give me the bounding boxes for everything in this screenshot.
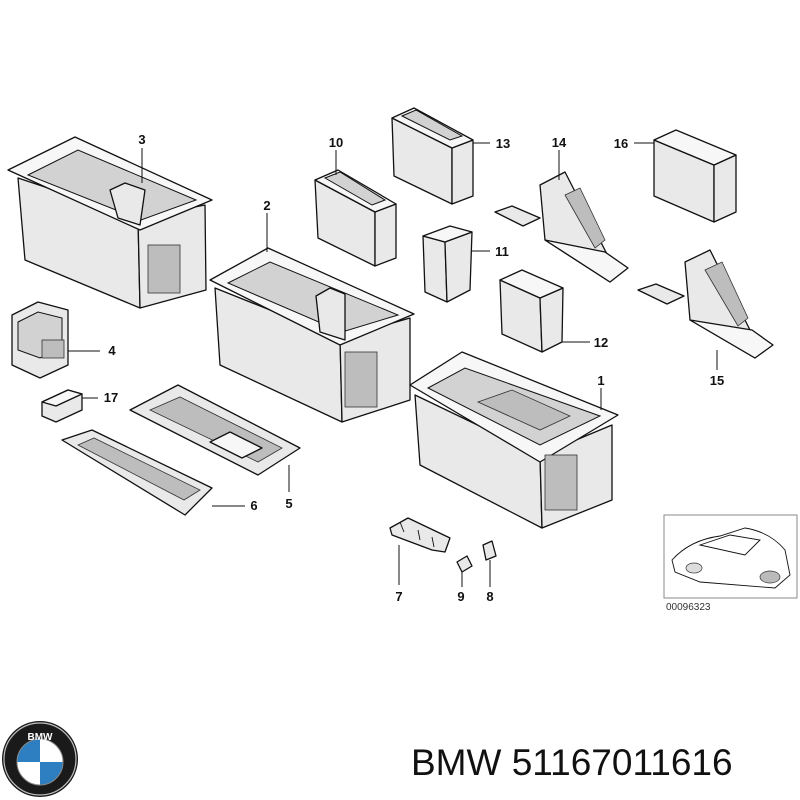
car-outline-icon bbox=[671, 527, 791, 589]
part-16-cover[interactable] bbox=[653, 129, 737, 223]
callout-9: 9 bbox=[457, 589, 464, 604]
callout-2: 2 bbox=[263, 198, 270, 213]
part-12-tray[interactable] bbox=[499, 269, 564, 353]
callout-8: 8 bbox=[486, 589, 493, 604]
callout-1: 1 bbox=[597, 373, 604, 388]
callout-7: 7 bbox=[395, 589, 402, 604]
part-8-clip[interactable] bbox=[482, 540, 497, 561]
logo-lettering: BMW bbox=[28, 732, 54, 743]
part-7-clip[interactable] bbox=[389, 517, 451, 553]
bmw-logo: BMW bbox=[2, 721, 78, 797]
part-6-floor-tray[interactable] bbox=[61, 429, 213, 516]
part-14-holder[interactable] bbox=[494, 171, 629, 283]
part-9-clip[interactable] bbox=[456, 555, 473, 573]
callout-5: 5 bbox=[285, 496, 292, 511]
brand-name: BMW bbox=[411, 742, 502, 783]
part-4-socket[interactable] bbox=[11, 301, 69, 379]
callout-labels: 1 2 3 4 5 6 7 8 9 10 11 12 13 14 15 16 1… bbox=[104, 132, 724, 604]
part-5-floor-tray[interactable] bbox=[129, 384, 301, 476]
callout-16: 16 bbox=[614, 136, 628, 151]
callout-3: 3 bbox=[138, 132, 145, 147]
part-number: 51167011616 bbox=[511, 742, 733, 783]
part-3-storage-box[interactable] bbox=[7, 136, 213, 309]
thumbnail-code: 00096323 bbox=[666, 602, 711, 613]
callout-4: 4 bbox=[108, 343, 116, 358]
part-15-holder[interactable] bbox=[637, 249, 774, 359]
part-11-bracket[interactable] bbox=[422, 225, 473, 303]
leader-lines bbox=[68, 142, 718, 587]
callout-15: 15 bbox=[710, 373, 724, 388]
part-13-insert[interactable] bbox=[391, 107, 474, 205]
callout-12: 12 bbox=[594, 335, 608, 350]
part-17-small-tray[interactable] bbox=[41, 389, 83, 423]
part-1-storage-box[interactable] bbox=[409, 351, 619, 529]
callout-13: 13 bbox=[496, 136, 510, 151]
callout-6: 6 bbox=[250, 498, 257, 513]
callout-17: 17 bbox=[104, 390, 118, 405]
vehicle-locator-thumbnail: 00096323 bbox=[663, 514, 798, 613]
callout-14: 14 bbox=[552, 135, 567, 150]
part-10-insert[interactable] bbox=[314, 169, 397, 267]
part-2-storage-box[interactable] bbox=[209, 247, 415, 423]
brand-part-number: BMW 51167011616 bbox=[411, 738, 791, 788]
callout-11: 11 bbox=[495, 244, 509, 259]
callout-10: 10 bbox=[329, 135, 343, 150]
